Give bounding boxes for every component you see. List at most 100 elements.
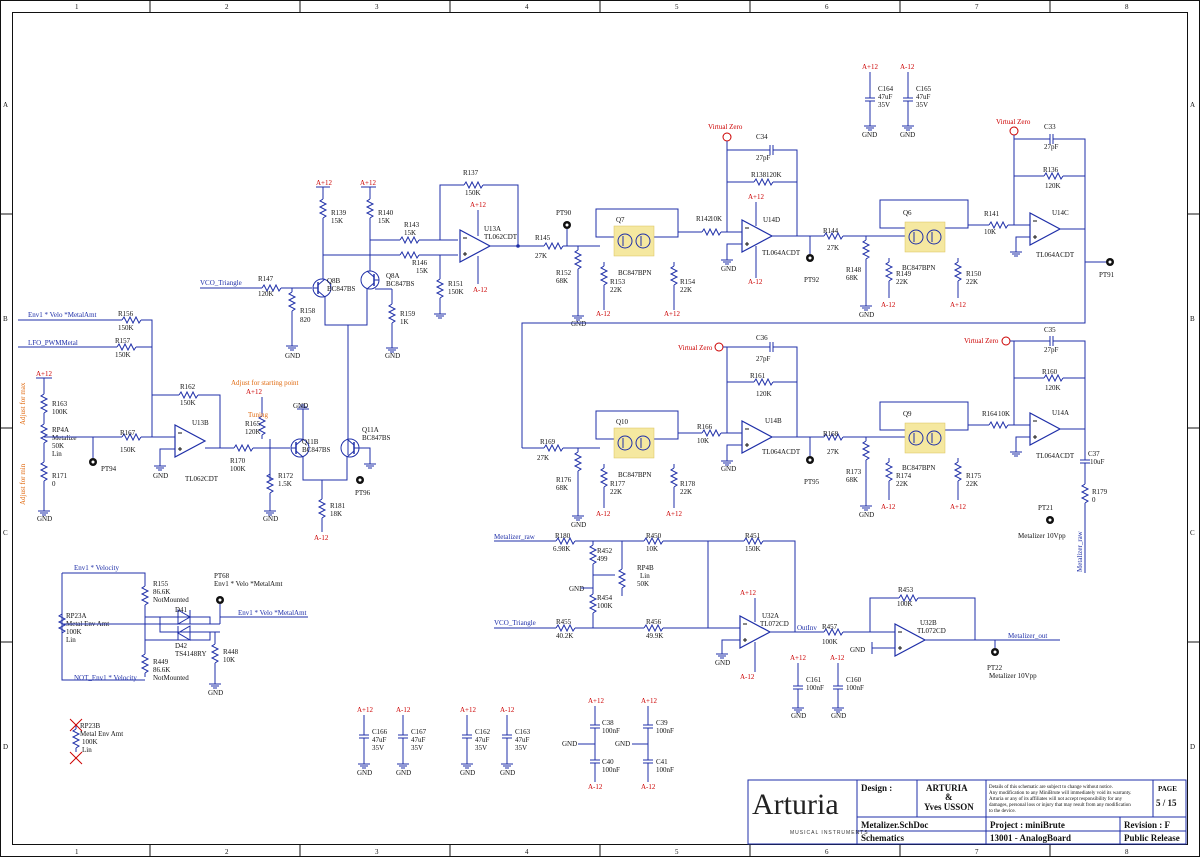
gnd-label: GND: [569, 585, 584, 593]
r170-ref: R170: [230, 457, 246, 465]
gnd-label: GND: [791, 712, 806, 720]
d42-ref: D42: [175, 642, 188, 650]
pt91-label: PT91: [1099, 271, 1115, 279]
r448-val: 10K: [223, 656, 235, 664]
u14a-ref: U14A: [1052, 409, 1069, 417]
r169-val: 27K: [537, 454, 549, 462]
c36-val: 27pF: [756, 355, 771, 363]
r450-ref: R450: [646, 532, 662, 540]
r166-ref: R166: [697, 423, 713, 431]
a-minus-label: A-12: [588, 783, 603, 791]
c163-val: 47uF: [515, 736, 530, 744]
c162-v: 35V: [475, 744, 487, 752]
r173-ref: R173: [846, 468, 862, 476]
input-transistor-stage: VCO_Triangle R147 120K R158 820 GND Q8B …: [200, 63, 1115, 455]
r174-val: 22K: [896, 480, 908, 488]
r141-val: 10K: [984, 228, 996, 236]
annotation-tuning: Tuning: [248, 411, 268, 419]
a-plus-label: A+12: [666, 510, 683, 518]
gnd-label: GND: [460, 769, 475, 777]
c35-ref: C35: [1044, 326, 1056, 334]
r453-val: 100K: [897, 600, 913, 608]
q9-ref: Q9: [903, 410, 912, 418]
pt95-label: PT95: [804, 478, 820, 486]
q11a-val: BC847BS: [362, 434, 391, 442]
r155-val: 86.6K: [153, 588, 170, 596]
envelope-amount-stage: Env1 * Velocity R155 86.6K NotMounted RP…: [58, 564, 308, 765]
r171-val: 0: [52, 480, 56, 488]
r143-ref: R143: [404, 221, 420, 229]
r141-ref: R141: [984, 210, 1000, 218]
frame-row-label: B: [3, 315, 8, 323]
rp23b-taper: Lin: [82, 746, 92, 754]
r176-ref: R176: [556, 476, 572, 484]
output-mixer-stage: Metalizer_raw R180 6.98K R452 499 GND R4…: [494, 532, 1060, 720]
a-plus-label: A+12: [950, 301, 967, 309]
c38-ref: C38: [602, 719, 614, 727]
r448-ref: R448: [223, 648, 239, 656]
d42-val: TS4148RY: [175, 650, 207, 658]
decoupling-caps: A+12 C166 47uF 35V GND A-12 C167 47uF 35…: [357, 697, 674, 791]
r450-val: 10K: [646, 545, 658, 553]
a-plus-label: A+12: [664, 310, 681, 318]
q8b-ref: Q8B: [327, 277, 341, 285]
notice-line-5: to the device.: [989, 809, 1016, 814]
r456-ref: R456: [646, 618, 662, 626]
c162-ref: C162: [475, 728, 491, 736]
r139-val: 15K: [331, 217, 343, 225]
r150-val: 22K: [966, 278, 978, 286]
a-plus-label: A+12: [246, 388, 263, 396]
frame-col-label: 1: [75, 848, 79, 856]
r162-val: 150K: [180, 399, 196, 407]
r181-val: 18K: [330, 510, 342, 518]
r454-val: 100K: [597, 602, 613, 610]
gnd-label: GND: [859, 311, 874, 319]
a-plus-label: A+12: [748, 193, 765, 201]
r451-ref: R451: [745, 532, 761, 540]
q7-ref: Q7: [616, 216, 625, 224]
arturia-logo: Arturia MUSICAL INSTRUMENTS: [752, 788, 868, 836]
c34-val: 27pF: [756, 154, 771, 162]
r136-val: 120K: [1045, 182, 1061, 190]
c162-val: 47uF: [475, 736, 490, 744]
r149-val: 22K: [896, 278, 908, 286]
frame-col-label: 3: [375, 3, 379, 11]
r169-ref: R169: [540, 438, 556, 446]
r160-ref: R160: [1042, 368, 1058, 376]
a-plus-label: A+12: [36, 370, 53, 378]
u32a-val: TL072CD: [760, 620, 789, 628]
frame-row-label: D: [3, 743, 8, 751]
q11b-ref: Q11B: [302, 438, 319, 446]
u14b-ref: U14B: [765, 417, 782, 425]
design-label: Design :: [861, 783, 892, 793]
c35-val: 27pF: [1044, 346, 1059, 354]
rp23b-name: Metal Env Amt: [80, 730, 123, 738]
r154-ref: R154: [680, 278, 696, 286]
frame-col-label: 3: [375, 848, 379, 856]
r145-ref: R145: [535, 234, 551, 242]
gnd-label: GND: [153, 472, 168, 480]
c40-ref: C40: [602, 758, 614, 766]
c167-val: 47uF: [411, 736, 426, 744]
net-label-metalizer-raw-v: Metalizer_raw: [1076, 530, 1084, 572]
r174-ref: R174: [896, 472, 912, 480]
frame-col-label: 6: [825, 3, 829, 11]
r449-nm: NotMounted: [153, 674, 189, 682]
a-minus-label: A-12: [830, 654, 845, 662]
frame-col-label: 2: [225, 3, 229, 11]
r455-val: 40.2K: [556, 632, 573, 640]
r168-val: 27K: [827, 448, 839, 456]
r177-val: 22K: [610, 488, 622, 496]
r157-ref: R157: [115, 337, 131, 345]
r143-val: 15K: [404, 229, 416, 237]
page-label: PAGE: [1158, 785, 1177, 793]
a-minus-label: A-12: [881, 301, 896, 309]
r152-val: 68K: [556, 277, 568, 285]
a-plus-label: A+12: [950, 503, 967, 511]
frame-col-label: 4: [525, 848, 529, 856]
r451-val: 150K: [745, 545, 761, 553]
q7-val: BC847BPN: [618, 269, 651, 277]
u13a-ref: U13A: [484, 225, 501, 233]
a-minus-label: A-12: [748, 278, 763, 286]
r139-ref: R139: [331, 209, 347, 217]
